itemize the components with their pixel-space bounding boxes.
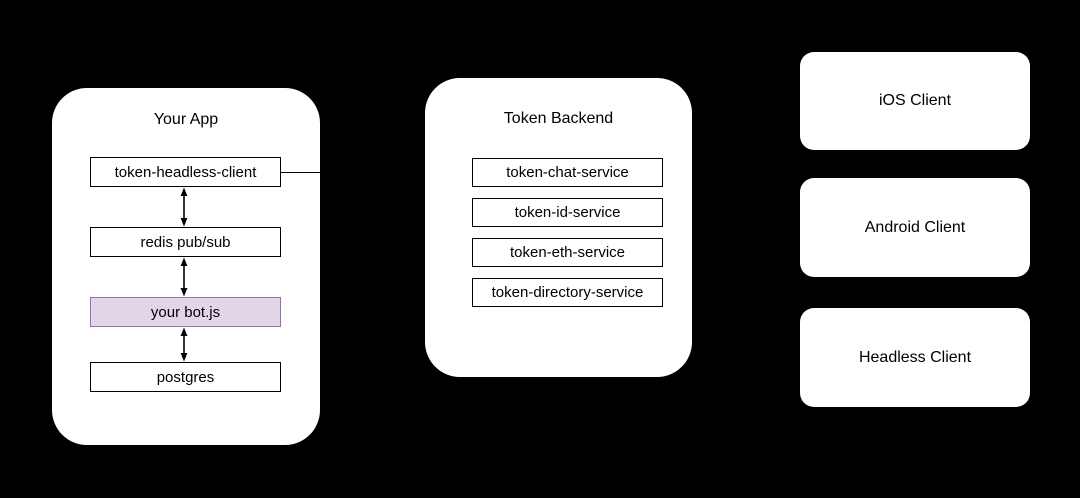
service-label: token-eth-service — [509, 244, 626, 261]
service-token-id-service: token-id-service — [472, 198, 663, 227]
service-token-eth-service: token-eth-service — [472, 238, 663, 267]
token-backend-title: Token Backend — [503, 110, 614, 127]
client-headless: Headless Client — [800, 308, 1030, 407]
node-label: redis pub/sub — [140, 233, 231, 251]
service-token-chat-service: token-chat-service — [472, 158, 663, 187]
bidirectional-arrow — [180, 257, 188, 297]
client-label: Android Client — [864, 218, 966, 236]
node-token-headless-client: token-headless-client — [90, 157, 281, 187]
node-redis-pubsub: redis pub/sub — [90, 227, 281, 257]
service-label: token-directory-service — [491, 284, 644, 301]
node-label: your bot.js — [150, 303, 221, 321]
connector-line — [281, 172, 320, 173]
client-android: Android Client — [800, 178, 1030, 277]
client-label: Headless Client — [858, 348, 972, 366]
bidirectional-arrow — [180, 187, 188, 227]
service-label: token-id-service — [514, 204, 621, 221]
node-your-bot-js: your bot.js — [90, 297, 281, 327]
your-app-container: Your App token-headless-client redis pub… — [52, 88, 320, 445]
node-postgres: postgres — [90, 362, 281, 392]
client-ios: iOS Client — [800, 52, 1030, 150]
node-label: postgres — [156, 368, 215, 386]
bidirectional-arrow — [180, 327, 188, 362]
service-token-directory-service: token-directory-service — [472, 278, 663, 307]
service-label: token-chat-service — [506, 164, 629, 181]
node-label: token-headless-client — [114, 163, 257, 181]
token-backend-container: Token Backend token-chat-service token-i… — [425, 78, 692, 377]
your-app-title: Your App — [153, 111, 219, 128]
client-label: iOS Client — [878, 92, 952, 109]
